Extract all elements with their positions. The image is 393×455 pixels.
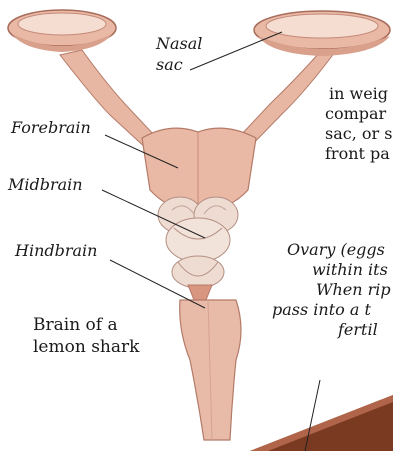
nasal-sac-label-line-2: sac	[156, 54, 202, 75]
midbrain-label: Midbrain	[8, 175, 83, 194]
nasal-sac-label: Nasal sac	[156, 33, 202, 75]
brain-caption-line-2: lemon shark	[33, 336, 139, 358]
brain-caption-line-1: Brain of a	[33, 314, 139, 336]
forebrain	[142, 128, 256, 212]
forebrain-label: Forebrain	[11, 118, 91, 137]
ovary-caption-line-3: When rip	[316, 280, 391, 300]
nasal-sac-label-line-1: Nasal	[156, 33, 202, 54]
nasal-sac-leader	[190, 32, 282, 70]
ovary-caption-line-1: Ovary (eggs	[287, 240, 385, 260]
brain-caption: Brain of a lemon shark	[33, 314, 139, 358]
body-text-line-4: front pa	[325, 144, 390, 164]
body-text-line-1: in weig	[329, 84, 388, 104]
body-text-fragment: sac, or s	[325, 124, 392, 144]
body-text-line-3: sac, or s	[325, 124, 392, 144]
ovary-caption-line-2: within its	[312, 260, 388, 280]
left-nasal-sac	[8, 10, 116, 52]
body-text-fragment: compar	[325, 104, 386, 124]
body-text-line-2: compar	[325, 104, 386, 124]
hindbrain-label: Hindbrain	[15, 241, 97, 260]
body-text-fragment: front pa	[325, 144, 390, 164]
midbrain	[158, 197, 238, 262]
ovary-caption-line-4: pass into a t	[272, 300, 371, 320]
hindbrain	[172, 256, 224, 300]
right-nasal-sac	[254, 11, 390, 56]
right-olfactory-tract	[240, 52, 335, 150]
body-text-fragment: in weig	[329, 84, 388, 104]
ovary-caption-line-5: fertil	[338, 320, 378, 340]
